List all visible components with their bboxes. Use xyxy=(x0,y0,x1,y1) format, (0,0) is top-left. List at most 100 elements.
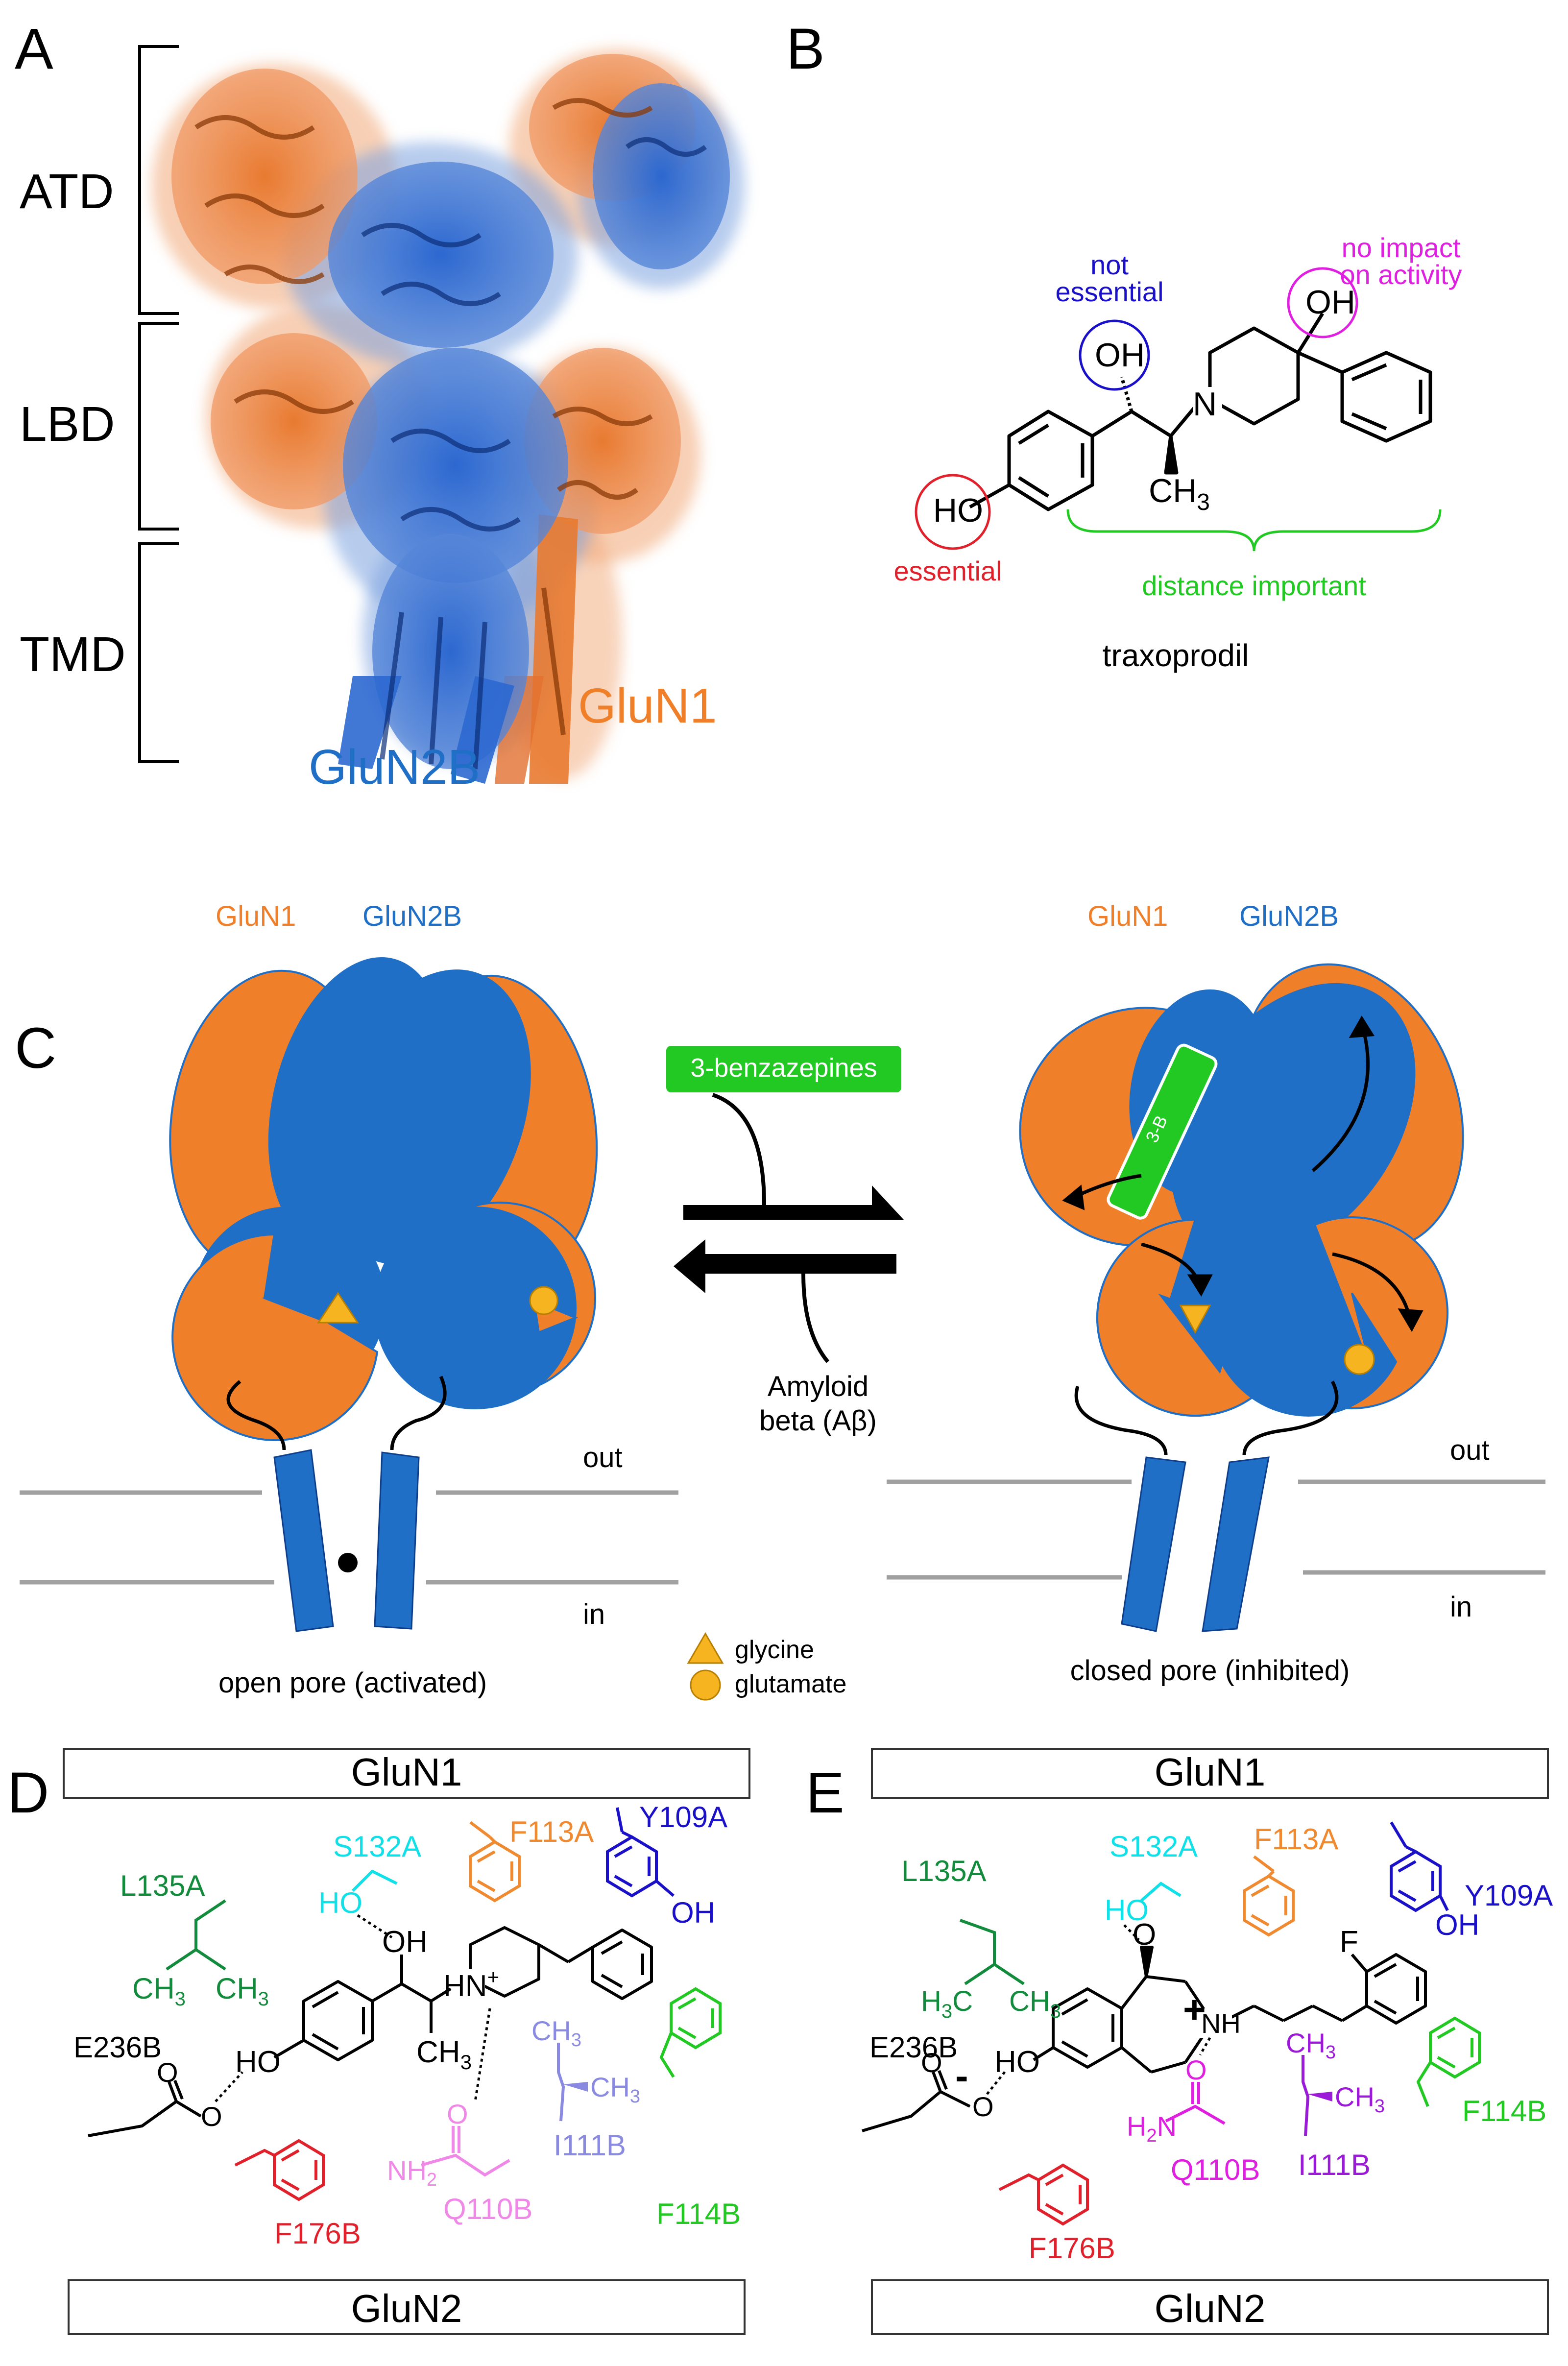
membrane-in-left: in xyxy=(583,1598,605,1630)
panel-d-bottom-box xyxy=(68,2279,746,2335)
domain-label-lbd: LBD xyxy=(20,397,115,452)
glun2b-label-a: GluN2B xyxy=(309,740,480,795)
svg-text:F114B: F114B xyxy=(1462,2095,1546,2127)
distance-brace xyxy=(1066,509,1442,552)
panel-a: A xyxy=(15,17,745,795)
circle-no-impact xyxy=(1287,267,1358,338)
residue-s132a-e: S132A HO xyxy=(1105,1830,1198,1941)
membrane-out-right: out xyxy=(1450,1434,1490,1466)
ligand-e-nh: NH xyxy=(1201,2008,1241,2039)
glun1-label-a: GluN1 xyxy=(578,678,717,733)
svg-text:S132A: S132A xyxy=(1110,1830,1198,1863)
legend-glutamate: glutamate xyxy=(735,1670,846,1698)
svg-text:O: O xyxy=(1185,2054,1207,2085)
residue-i111b-e: CH3 CH3 I111B xyxy=(1286,2028,1385,2181)
right-glun2b-label: GluN2B xyxy=(1239,900,1339,932)
traxoprodil-oh-right: OH xyxy=(1305,284,1355,321)
panel-c-letter: C xyxy=(15,1016,56,1081)
circle-not-essential xyxy=(1079,319,1150,391)
svg-text:-: - xyxy=(955,2054,968,2098)
receptor-open xyxy=(169,957,598,1441)
residue-q110b-d: O NH2 Q110B xyxy=(387,2008,532,2225)
circle-essential xyxy=(915,474,991,550)
label-not-essential-2: essential xyxy=(1055,276,1163,307)
label-essential: essential xyxy=(893,555,1002,586)
traxoprodil-n: N xyxy=(1193,386,1217,423)
ligand-e-o: O xyxy=(1133,1918,1156,1952)
panel-d-top-box xyxy=(63,1748,750,1799)
tmd-open xyxy=(20,1376,678,1632)
svg-text:Q110B: Q110B xyxy=(443,2193,532,2225)
svg-text:HO: HO xyxy=(318,1886,362,1919)
panel-d-letter: D xyxy=(7,1761,49,1825)
residue-f113a-e: F113A xyxy=(1243,1823,1338,1937)
residue-f113a-d: F113A xyxy=(469,1815,594,1903)
svg-text:CH3: CH3 xyxy=(1286,2028,1336,2063)
tmd-closed xyxy=(887,1380,1545,1632)
protein-structure xyxy=(152,49,745,784)
svg-text:CH3: CH3 xyxy=(216,1972,269,2010)
svg-text:E236B: E236B xyxy=(73,2031,162,2064)
ligand-d-oh: OH xyxy=(382,1925,428,1959)
panel-d: D GluN1 GluN2 HN+ OH HO CH3 L1 xyxy=(7,1748,750,2335)
membrane-out-left: out xyxy=(583,1442,623,1473)
svg-text:I111B: I111B xyxy=(1298,2149,1371,2181)
residue-f176b-e: F176B xyxy=(998,2163,1115,2265)
svg-text:O: O xyxy=(972,2091,994,2122)
domain-brackets xyxy=(138,45,179,763)
domain-label-tmd: TMD xyxy=(20,627,126,682)
panel-c: C GluN1 GluN2B GluN1 GluN2B xyxy=(15,900,1545,1701)
panel-d-bottom-label: GluN2 xyxy=(351,2287,462,2330)
rotation-arrows xyxy=(1062,1015,1423,1332)
svg-text:F113A: F113A xyxy=(509,1815,594,1848)
svg-text:NH2: NH2 xyxy=(387,2155,437,2190)
residue-f114b-d: F114B xyxy=(656,1987,741,2230)
ligand-d-n: HN+ xyxy=(443,1965,499,2003)
legend-glycine: glycine xyxy=(735,1636,814,1664)
ligand-d-ch3: CH3 xyxy=(416,2035,472,2074)
svg-text:CH3: CH3 xyxy=(590,2072,640,2107)
svg-text:CH3: CH3 xyxy=(1009,1985,1061,2022)
closed-pore-label: closed pore (inhibited) xyxy=(1070,1655,1350,1687)
svg-text:Q110B: Q110B xyxy=(1171,2153,1260,2186)
amyloid-label-2: beta (Aβ) xyxy=(759,1405,877,1437)
compound-name: traxoprodil xyxy=(1103,638,1249,673)
drug-bound-wedge: 3-B xyxy=(1107,1043,1218,1220)
label-no-impact-2: on activity xyxy=(1340,259,1462,290)
traxoprodil-ch3: CH3 xyxy=(1149,472,1210,515)
svg-text:O: O xyxy=(921,2047,942,2078)
ligand-legend: glycine glutamate xyxy=(687,1632,846,1701)
svg-text:OH: OH xyxy=(1435,1908,1479,1941)
amyloid-label-1: Amyloid xyxy=(768,1371,868,1402)
benzazepine-box xyxy=(666,1046,901,1092)
residue-y109a-e: Y109A OH xyxy=(1390,1821,1553,1941)
ligand-e-f: F xyxy=(1340,1925,1358,1959)
traxoprodil-structure xyxy=(969,313,1432,511)
svg-text:CH3: CH3 xyxy=(1335,2081,1385,2117)
glutamate-circle-closed xyxy=(1344,1344,1375,1375)
svg-text:L135A: L135A xyxy=(901,1855,987,1887)
panel-e-bottom-box xyxy=(871,2279,1549,2335)
panel-b: B N xyxy=(786,17,1462,673)
right-glun1-label: GluN1 xyxy=(1087,900,1168,932)
svg-text:O: O xyxy=(201,2101,222,2132)
residue-l135a-d: L135A CH3 CH3 xyxy=(120,1869,269,2010)
panel-a-letter: A xyxy=(15,17,53,81)
residue-f114b-e: F114B xyxy=(1416,2016,1546,2127)
panel-b-letter: B xyxy=(786,17,825,81)
residue-e236b-e: E236B O O - xyxy=(862,2031,1008,2132)
panel-d-top-label: GluN1 xyxy=(351,1750,462,1794)
residue-e236b-d: E236B O O xyxy=(73,2031,243,2137)
residue-s132a-d: S132A HO xyxy=(318,1830,421,1939)
residue-y109a-d: Y109A OH xyxy=(606,1801,727,1929)
svg-text:Y109A: Y109A xyxy=(1465,1879,1553,1912)
svg-text:S132A: S132A xyxy=(333,1830,421,1863)
svg-text:H2N: H2N xyxy=(1127,2111,1177,2146)
label-no-impact-1: no impact xyxy=(1342,232,1461,263)
label-distance-important: distance important xyxy=(1142,570,1366,601)
residue-i111b-d: CH3 CH3 I111B xyxy=(531,2015,640,2162)
svg-text:O: O xyxy=(447,2099,468,2129)
glutamate-circle-open xyxy=(529,1286,558,1315)
membrane-in-right: in xyxy=(1450,1591,1472,1623)
